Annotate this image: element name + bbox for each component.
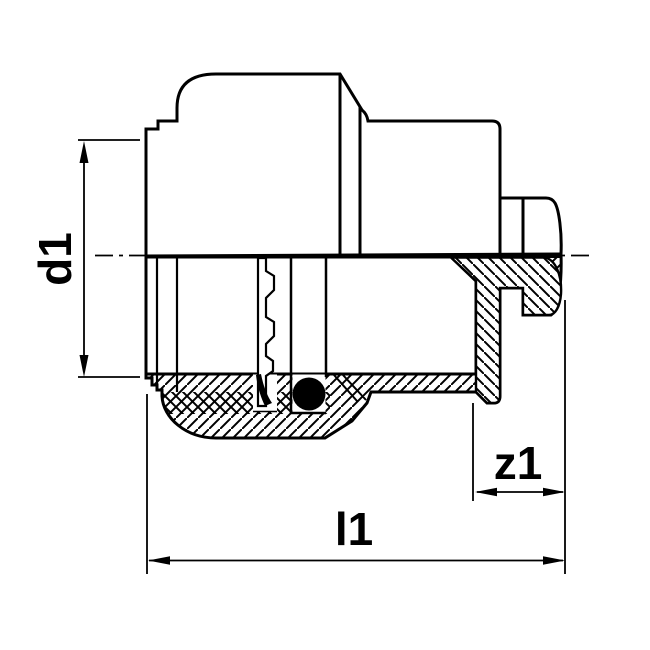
dim-z1-arrow-left	[475, 487, 497, 497]
dim-d1-arrow-down	[79, 355, 89, 377]
dim-l1-arrow-left	[148, 556, 170, 565]
dim-z1	[472, 403, 565, 501]
body-end-hatch	[451, 257, 562, 403]
dim-d1-arrow-up	[79, 141, 89, 163]
lower-section	[144, 252, 563, 440]
dim-d1-label: d1	[29, 232, 81, 286]
clamp-wedge	[256, 374, 272, 406]
upper-outline	[144, 72, 563, 256]
dim-l1-arrow-right	[543, 556, 565, 565]
clamp-ring-band-hatch	[150, 392, 330, 414]
dim-l1-label: l1	[335, 503, 373, 555]
socket-flare-line-2	[342, 374, 367, 401]
fitting-outline	[144, 72, 502, 256]
grip-ring	[256, 256, 276, 408]
socket-flare-line	[333, 374, 358, 402]
o-ring-seal	[292, 377, 326, 411]
dim-z1-arrow-right	[543, 487, 565, 497]
dim-l1	[146, 300, 566, 574]
dim-z1-label: z1	[494, 437, 543, 489]
dim-d1	[78, 139, 140, 378]
spigot-step	[500, 196, 563, 255]
